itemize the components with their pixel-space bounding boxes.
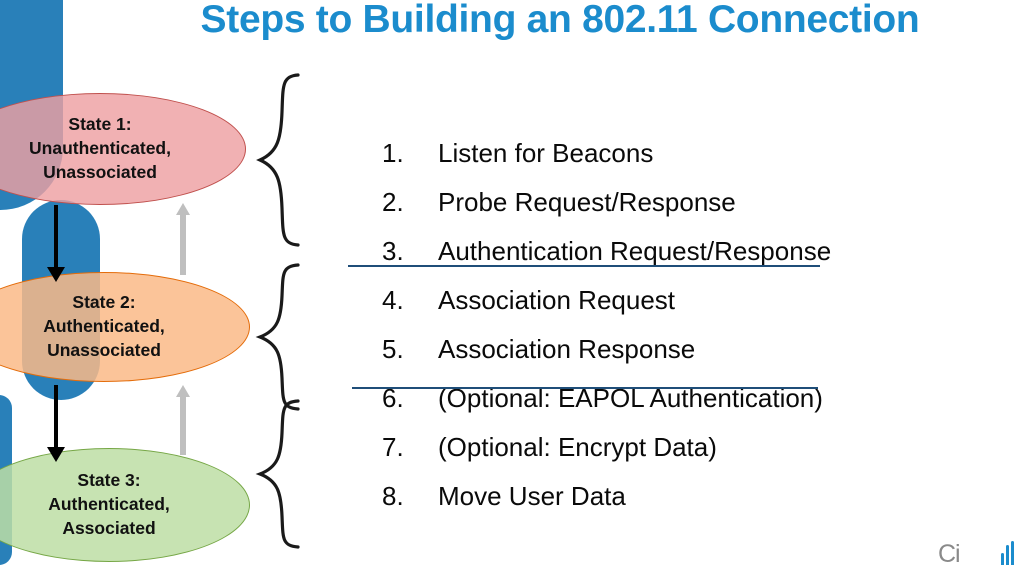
cisco-logo-bars-icon <box>1001 541 1014 565</box>
step-number-3: 3. <box>382 236 404 266</box>
step-number-8: 8. <box>382 481 404 511</box>
step-row-6: 6. (Optional: EAPOL Authentication) <box>382 383 982 432</box>
step-number-6: 6. <box>382 383 404 413</box>
brace-state-3 <box>255 399 300 549</box>
state-2-line-3: Unassociated <box>47 339 161 360</box>
cisco-logo: Ci <box>938 531 1016 565</box>
cisco-logo-text: Ci <box>938 540 961 565</box>
step-row-2: 2. Probe Request/Response <box>382 187 982 236</box>
step-label-3: Authentication Request/Response <box>438 236 832 266</box>
step-row-3: 3. Authentication Request/Response <box>382 236 982 285</box>
step-label-2: Probe Request/Response <box>438 187 736 217</box>
step-row-1: 1. Listen for Beacons <box>382 138 982 187</box>
step-label-5: Association Response <box>438 334 696 364</box>
state-3-line-2: Authenticated, <box>48 494 170 515</box>
step-number-2: 2. <box>382 187 404 217</box>
state-1-ellipse: State 1: Unauthenticated, Unassociated <box>0 93 246 205</box>
state-2-line-2: Authenticated, <box>43 316 165 337</box>
group-separator-line-2 <box>352 387 818 389</box>
step-row-5: 5. Association Response <box>382 334 982 383</box>
group-separator-line-1 <box>348 265 820 267</box>
step-row-8: 8. Move User Data <box>382 481 982 530</box>
page-title: Steps to Building an 802.11 Connection <box>200 0 920 41</box>
step-row-7: 7. (Optional: Encrypt Data) <box>382 432 982 481</box>
brace-state-1 <box>256 73 300 247</box>
state-1-line-3: Unassociated <box>43 161 157 182</box>
step-label-8: Move User Data <box>438 481 626 511</box>
step-number-1: 1. <box>382 138 404 168</box>
steps-list: 1. Listen for Beacons 2. Probe Request/R… <box>382 138 982 530</box>
step-number-5: 5. <box>382 334 404 364</box>
step-label-4: Association Request <box>438 285 676 315</box>
state-3-ellipse: State 3: Authenticated, Associated <box>0 448 250 562</box>
state-2-ellipse: State 2: Authenticated, Unassociated <box>0 272 250 382</box>
state-3-line-1: State 3: <box>77 470 141 491</box>
state-1-line-1: State 1: <box>68 114 132 135</box>
step-label-7: (Optional: Encrypt Data) <box>438 432 717 462</box>
step-row-4: 4. Association Request <box>382 285 982 334</box>
state-2-line-1: State 2: <box>72 292 136 313</box>
step-label-1: Listen for Beacons <box>438 138 654 168</box>
step-number-7: 7. <box>382 432 404 462</box>
state-3-line-3: Associated <box>62 517 156 538</box>
step-number-4: 4. <box>382 285 404 315</box>
brace-state-2 <box>255 263 300 411</box>
state-1-line-2: Unauthenticated, <box>29 138 171 159</box>
